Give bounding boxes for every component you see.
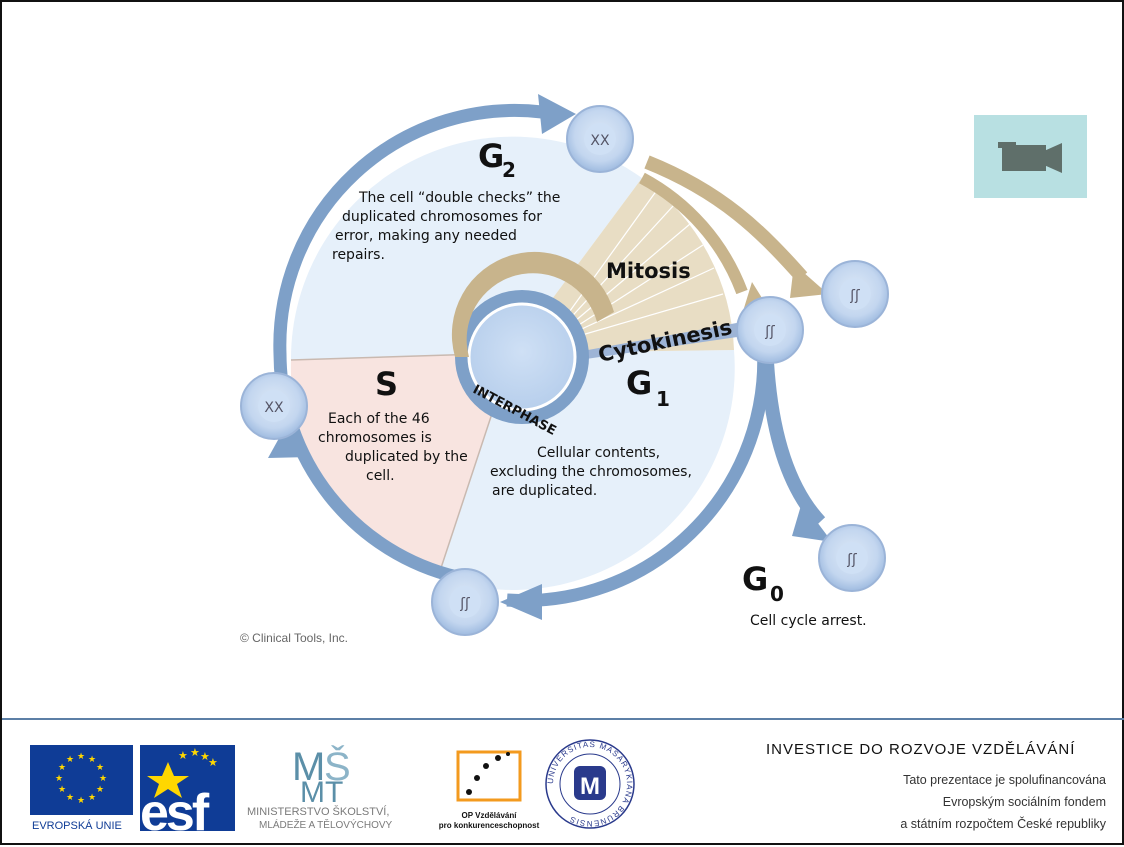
svg-text:★: ★ [88, 755, 96, 765]
svg-text:★: ★ [58, 763, 66, 773]
svg-text:MT: MT [300, 776, 343, 809]
op-line2: pro konkurenceschopnost [439, 821, 540, 830]
svg-text:error, making any needed: error, making any needed [335, 228, 517, 244]
svg-text:ʃʃ: ʃʃ [846, 552, 857, 568]
funding-line-1: Tato prezentace je spolufinancována [903, 773, 1106, 787]
svg-text:duplicated chromosomes for: duplicated chromosomes for [342, 209, 542, 225]
eu-logo: ★★★ ★★★ ★★★ ★★★ EVROPSKÁ UNIE [30, 745, 133, 832]
cell-daughter-1: ʃʃ [736, 296, 804, 364]
interphase-nucleus: INTERPHASE [451, 251, 614, 439]
svg-text:chromosomes is: chromosomes is [318, 430, 432, 446]
funding-line-3: a státním rozpočtem České republiky [900, 817, 1106, 831]
svg-text:★: ★ [208, 756, 218, 769]
arrow-to-s [268, 422, 310, 458]
svg-text:★: ★ [66, 755, 74, 765]
video-camera-icon [998, 142, 1062, 173]
footer-divider [2, 718, 1124, 720]
svg-text:★: ★ [99, 774, 107, 784]
funding-line-2: Evropským sociálním fondem [942, 795, 1106, 809]
cell-g0: ʃʃ [818, 524, 886, 592]
svg-text:ʃʃ: ʃʃ [459, 596, 470, 612]
svg-text:cell.: cell. [366, 468, 395, 484]
s-area [290, 353, 512, 577]
svg-text:M: M [292, 745, 323, 789]
svg-text:★: ★ [96, 785, 104, 795]
footer-logos: ★★★ ★★★ ★★★ ★★★ EVROPSKÁ UNIE ★★★★ esf M… [30, 739, 635, 842]
svg-text:ʃʃ: ʃʃ [764, 324, 775, 340]
svg-text:M: M [580, 773, 600, 800]
cells: XX XX ʃʃ ʃʃ ʃʃ [240, 105, 889, 636]
svg-text:★: ★ [96, 763, 104, 773]
arrow-to-g2 [538, 94, 576, 134]
msmt-line1: MINISTERSTVO ŠKOLSTVÍ, [247, 805, 389, 818]
arrow-to-g1 [500, 584, 542, 620]
svg-text:★: ★ [190, 746, 200, 759]
svg-text:★: ★ [58, 785, 66, 795]
g2-label: G 2 [478, 137, 516, 182]
svg-text:2: 2 [502, 158, 516, 182]
investice-heading: INVESTICE DO ROZVOJE VZDĚLÁVÁNÍ [766, 741, 1076, 758]
op-line1: OP Vzdělávání [462, 811, 518, 820]
arrow-mitosis-out [790, 264, 828, 298]
msmt-logo: M Š MT MINISTERSTVO ŠKOLSTVÍ, MLÁDEŽE A … [247, 744, 393, 831]
g2-area [290, 136, 642, 360]
g0-label: G 0 [742, 560, 784, 606]
svg-text:The cell “double checks” the: The cell “double checks” the [358, 190, 560, 206]
s-label: S [375, 365, 398, 403]
mitosis-label: Mitosis [606, 259, 691, 283]
s-description: Each of the 46 chromosomes is duplicated… [318, 411, 468, 484]
svg-text:G: G [478, 137, 504, 175]
svg-text:duplicated by the: duplicated by the [345, 449, 468, 465]
svg-text:are duplicated.: are duplicated. [492, 483, 597, 499]
mitosis-fan-lines [561, 189, 724, 338]
cell-s: XX [240, 372, 308, 440]
svg-text:★: ★ [200, 750, 210, 763]
video-play-button[interactable] [974, 115, 1087, 198]
cell-g1: ʃʃ [431, 568, 499, 636]
eu-label: EVROPSKÁ UNIE [32, 819, 122, 832]
esf-logo: ★★★★ esf [140, 745, 235, 842]
cell-g2: XX [566, 105, 634, 173]
g0-description: Cell cycle arrest. [750, 613, 867, 629]
esf-label: esf [140, 784, 210, 842]
svg-text:Cellular contents,: Cellular contents, [537, 445, 660, 461]
svg-text:excluding the chromosomes,: excluding the chromosomes, [490, 464, 692, 480]
svg-text:0: 0 [770, 582, 784, 606]
cytokinesis-band [577, 322, 744, 360]
arrow-to-g0 [792, 502, 832, 542]
svg-text:repairs.: repairs. [332, 247, 385, 263]
svg-text:Each of the 46: Each of the 46 [328, 411, 430, 427]
svg-text:1: 1 [656, 387, 670, 411]
g2-description: The cell “double checks” the duplicated … [332, 190, 560, 263]
svg-text:★: ★ [178, 749, 188, 762]
muni-logo: M UNIVERSITAS MASARYKIANA BRUNENSIS [545, 739, 635, 829]
svg-text:★: ★ [77, 752, 85, 762]
svg-text:★: ★ [77, 796, 85, 806]
svg-text:XX: XX [590, 133, 610, 149]
svg-text:XX: XX [264, 400, 284, 416]
op-logo: OP Vzdělávání pro konkurenceschopnost [439, 750, 540, 830]
svg-text:G: G [742, 560, 768, 598]
g1-description: Cellular contents, excluding the chromos… [490, 445, 692, 499]
g1-label: G 1 [626, 364, 670, 411]
svg-text:ʃʃ: ʃʃ [849, 288, 860, 304]
copyright-text: © Clinical Tools, Inc. [240, 631, 348, 645]
cell-daughter-2: ʃʃ [821, 260, 889, 328]
svg-text:★: ★ [55, 774, 63, 784]
phase-areas [290, 136, 744, 590]
cycle-ring [268, 94, 832, 620]
msmt-line2: MLÁDEŽE A TĚLOVÝCHOVY [259, 818, 393, 831]
svg-text:★: ★ [66, 793, 74, 803]
svg-text:★: ★ [88, 793, 96, 803]
svg-text:G: G [626, 364, 652, 402]
